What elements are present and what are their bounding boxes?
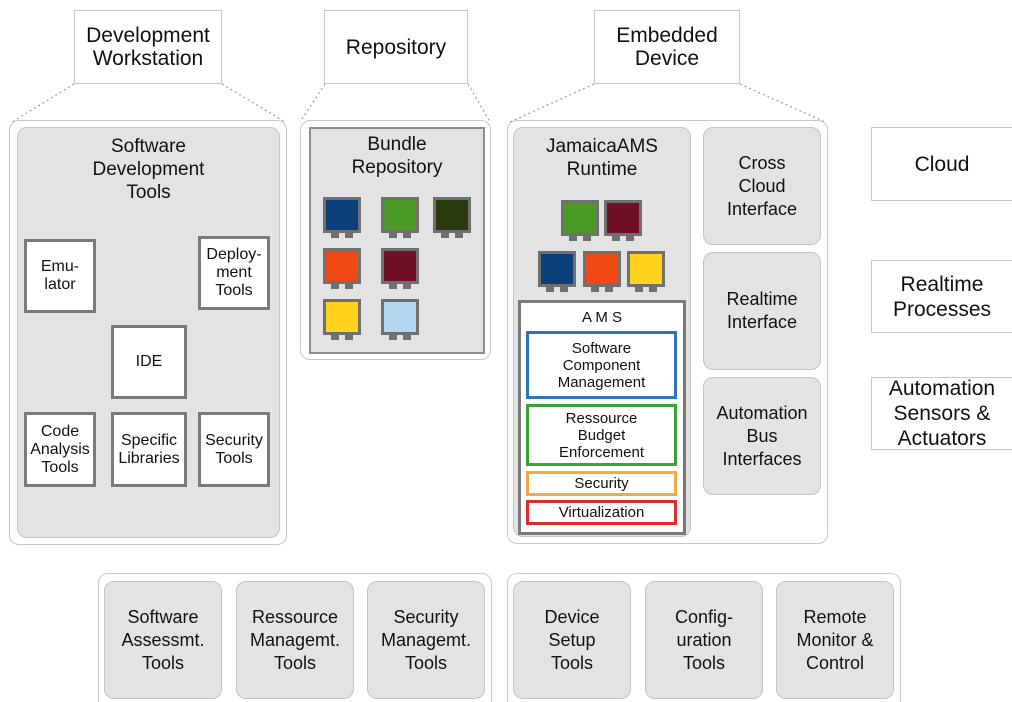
- bundle-icon: [381, 248, 419, 292]
- automation-sensors-actuators-label: Automation Sensors & Actuators: [871, 377, 1012, 450]
- bundle-icon: [323, 197, 361, 241]
- remote-monitor-control-tools: Remote Monitor & Control: [776, 581, 894, 699]
- realtime-processes-label: Realtime Processes: [871, 260, 1012, 333]
- device-setup-tools: Device Setup Tools: [513, 581, 631, 699]
- specific-libraries-box: Specific Libraries: [111, 412, 187, 487]
- software-assessment-tools: Software Assessmt. Tools: [104, 581, 222, 699]
- software-development-tools-title: Software Development Tools: [92, 136, 205, 203]
- jamaicaams-runtime-title: JamaicaAMS Runtime: [546, 136, 658, 180]
- bundle-icon: [538, 251, 576, 295]
- software-component-management-module: Software Component Management: [526, 331, 677, 399]
- bundle-icon: [323, 248, 361, 292]
- security-tools-box: Security Tools: [198, 412, 270, 487]
- bundle-icon: [433, 197, 471, 241]
- bundle-icon: [627, 251, 665, 295]
- header-repository: Repository: [324, 10, 468, 84]
- ams-title: A M S: [581, 309, 622, 326]
- code-analysis-tools-box: Code Analysis Tools: [24, 412, 96, 487]
- ide-box: IDE: [111, 325, 187, 399]
- bundle-icon: [381, 299, 419, 343]
- automation-bus-interfaces: Automation Bus Interfaces: [703, 377, 821, 495]
- security-management-tools: Security Managemt. Tools: [367, 581, 485, 699]
- header-development-workstation: Development Workstation: [74, 10, 222, 84]
- bundle-icon: [381, 197, 419, 241]
- bundle-icon: [561, 200, 599, 244]
- configuration-tools: Config- uration Tools: [645, 581, 763, 699]
- ressource-management-tools: Ressource Managemt. Tools: [236, 581, 354, 699]
- header-embedded-device: Embedded Device: [594, 10, 740, 84]
- virtualization-module: Virtualization: [526, 500, 677, 525]
- ressource-budget-enforcement-module: Ressource Budget Enforcement: [526, 404, 677, 466]
- cross-cloud-interface: Cross Cloud Interface: [703, 127, 821, 245]
- bundle-repository-title: Bundle Repository: [351, 134, 443, 178]
- emulator-box: Emu- lator: [24, 239, 96, 313]
- bundle-icon: [583, 251, 621, 295]
- security-module: Security: [526, 471, 677, 496]
- cloud-label: Cloud: [871, 127, 1012, 201]
- realtime-interface: Realtime Interface: [703, 252, 821, 370]
- bundle-icon: [604, 200, 642, 244]
- deployment-tools-box: Deploy- ment Tools: [198, 236, 270, 310]
- bundle-icon: [323, 299, 361, 343]
